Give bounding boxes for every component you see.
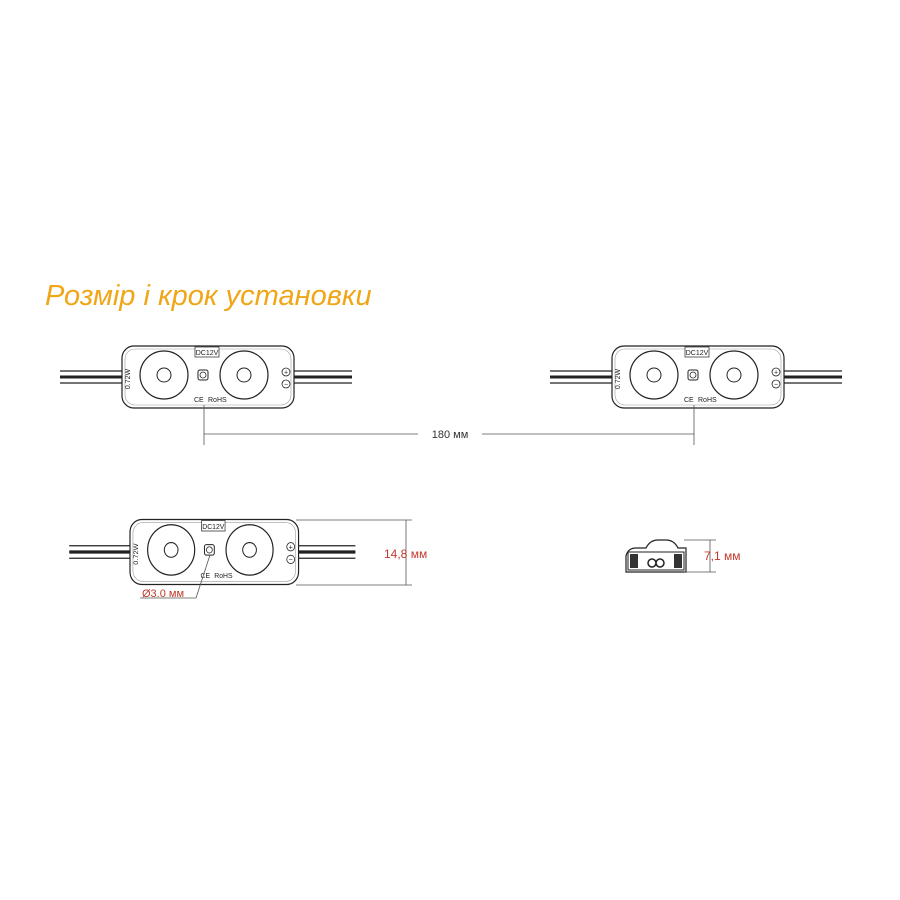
led-module-dimensioned: DC12V 0.72W CE RoHS + −: [67, 517, 357, 587]
plus-terminal-icon: +: [284, 370, 288, 377]
ce-mark-icon: CE: [684, 397, 694, 404]
ce-mark-icon: CE: [194, 397, 204, 404]
hole-label: Ø3.0 мм: [142, 588, 184, 600]
led-module-left: DC12V 0.72W CE RoHS + −: [58, 344, 354, 410]
plus-terminal-icon: +: [289, 543, 293, 551]
plus-terminal-icon: +: [774, 370, 778, 377]
voltage-label: DC12V: [686, 350, 709, 357]
thickness-label: 7,1 мм: [704, 549, 741, 563]
minus-terminal-icon: −: [284, 382, 288, 389]
minus-terminal-icon: −: [774, 382, 778, 389]
minus-terminal-icon: −: [289, 556, 293, 564]
power-label: 0.72W: [125, 368, 132, 389]
rohs-label: RoHS: [208, 397, 227, 404]
led-module-side-view: [625, 539, 687, 573]
thickness-dimension: 7,1 мм: [684, 539, 741, 573]
led-module-right: DC12V 0.72W CE RoHS + −: [548, 344, 844, 410]
height-label: 14,8 мм: [384, 547, 427, 561]
rohs-label: RoHS: [214, 572, 233, 580]
hole-dimension: Ø3.0 мм: [140, 554, 211, 600]
ce-mark-icon: CE: [201, 572, 211, 580]
section-title: Розмір і крок установки: [45, 280, 372, 312]
power-label: 0.72W: [132, 543, 140, 565]
power-label: 0.72W: [615, 368, 622, 389]
voltage-label: DC12V: [202, 523, 224, 531]
pitch-label: 180 мм: [432, 429, 469, 441]
voltage-label: DC12V: [196, 350, 219, 357]
pitch-dimension: 180 мм: [203, 405, 695, 445]
height-dimension: 14,8 мм: [296, 519, 427, 586]
mount-hole: [199, 371, 207, 379]
rohs-label: RoHS: [698, 397, 717, 404]
